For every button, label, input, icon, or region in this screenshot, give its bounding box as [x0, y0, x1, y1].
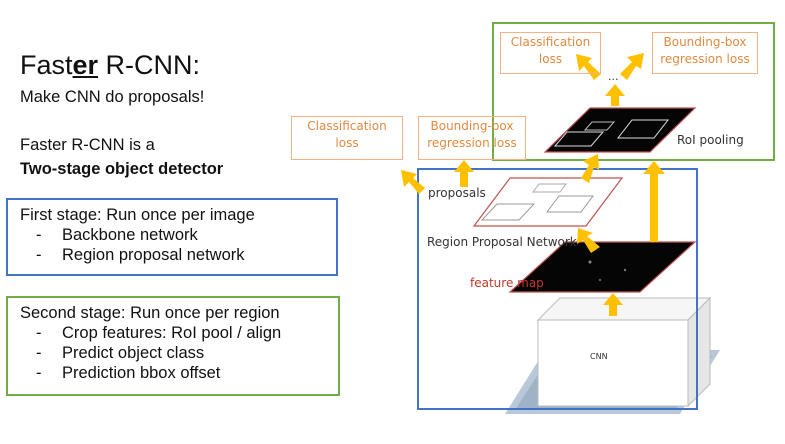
list-item: -Region proposal network	[36, 246, 245, 264]
classification-loss-label: Classification loss	[510, 35, 591, 66]
arrow	[454, 160, 474, 187]
description-line-2: Two-stage object detector	[20, 160, 224, 178]
rpn-label: Region Proposal Network	[427, 235, 577, 249]
first-stage-box: First stage: Run once per image -Backbon…	[6, 198, 338, 276]
item-text: Crop features: RoI pool / align	[62, 324, 282, 342]
arrow	[643, 161, 665, 242]
page-title: Faster R-CNN:	[20, 50, 200, 81]
cnn-front	[537, 319, 689, 407]
feature-map	[508, 241, 697, 293]
feature-dot	[598, 278, 602, 282]
title-emphasis: er	[72, 50, 99, 80]
feature-dot	[588, 260, 592, 264]
arrow	[577, 228, 600, 253]
list-item: -Predict object class	[36, 344, 205, 362]
title-part: R-CNN:	[98, 50, 201, 80]
cnn-top	[536, 297, 712, 321]
proposals-plane	[472, 177, 624, 227]
classification-loss-box-1: Classification loss	[291, 116, 403, 160]
roi-pooling-label: RoI pooling	[677, 133, 744, 147]
roi-box	[553, 131, 605, 147]
ellipsis-label: ...	[608, 70, 619, 83]
list-item: -Prediction bbox offset	[36, 364, 221, 382]
second-stage-box: Second stage: Run once per region -Crop …	[6, 296, 340, 396]
bbox-loss-label: Bounding-box regression loss	[660, 35, 750, 66]
item-text: Prediction bbox offset	[62, 364, 221, 382]
bbox-loss-box-1: Bounding-box regression loss	[418, 116, 526, 160]
feature-dot	[623, 268, 627, 272]
second-stage-region	[492, 22, 775, 161]
first-stage-region	[417, 168, 698, 410]
proposal-box	[546, 195, 594, 213]
classification-loss-label: Classification loss	[307, 119, 387, 150]
proposal-box	[532, 183, 567, 193]
bbox-loss-label: Bounding-box regression loss	[427, 119, 517, 150]
arrow	[603, 293, 623, 316]
roi-box	[583, 121, 616, 131]
bbox-loss-box-2: Bounding-box regression loss	[652, 32, 758, 74]
arrow	[581, 154, 599, 183]
description-line-1: Faster R-CNN is a	[20, 136, 155, 154]
item-text: Backbone network	[62, 226, 198, 244]
subtitle: Make CNN do proposals!	[20, 88, 205, 106]
item-text: Predict object class	[62, 344, 205, 362]
proposal-box	[480, 203, 536, 221]
roi-plane	[543, 107, 697, 153]
arrows	[401, 53, 665, 316]
cnn-label: CNN	[590, 352, 608, 361]
proposals-label: proposals	[428, 186, 486, 200]
classification-loss-box-2: Classification loss	[500, 32, 601, 74]
second-stage-title: Second stage: Run once per region	[20, 304, 280, 322]
arrow	[401, 170, 425, 194]
roi-box	[616, 119, 670, 139]
list-item: -Backbone network	[36, 226, 198, 244]
feature-map-label: feature map	[470, 276, 544, 290]
list-item: -Crop features: RoI pool / align	[36, 324, 282, 342]
item-text: Region proposal network	[62, 246, 245, 264]
first-stage-title: First stage: Run once per image	[20, 206, 255, 224]
arrow	[620, 53, 644, 80]
arrow	[605, 84, 625, 106]
title-part: Fast	[20, 50, 73, 80]
